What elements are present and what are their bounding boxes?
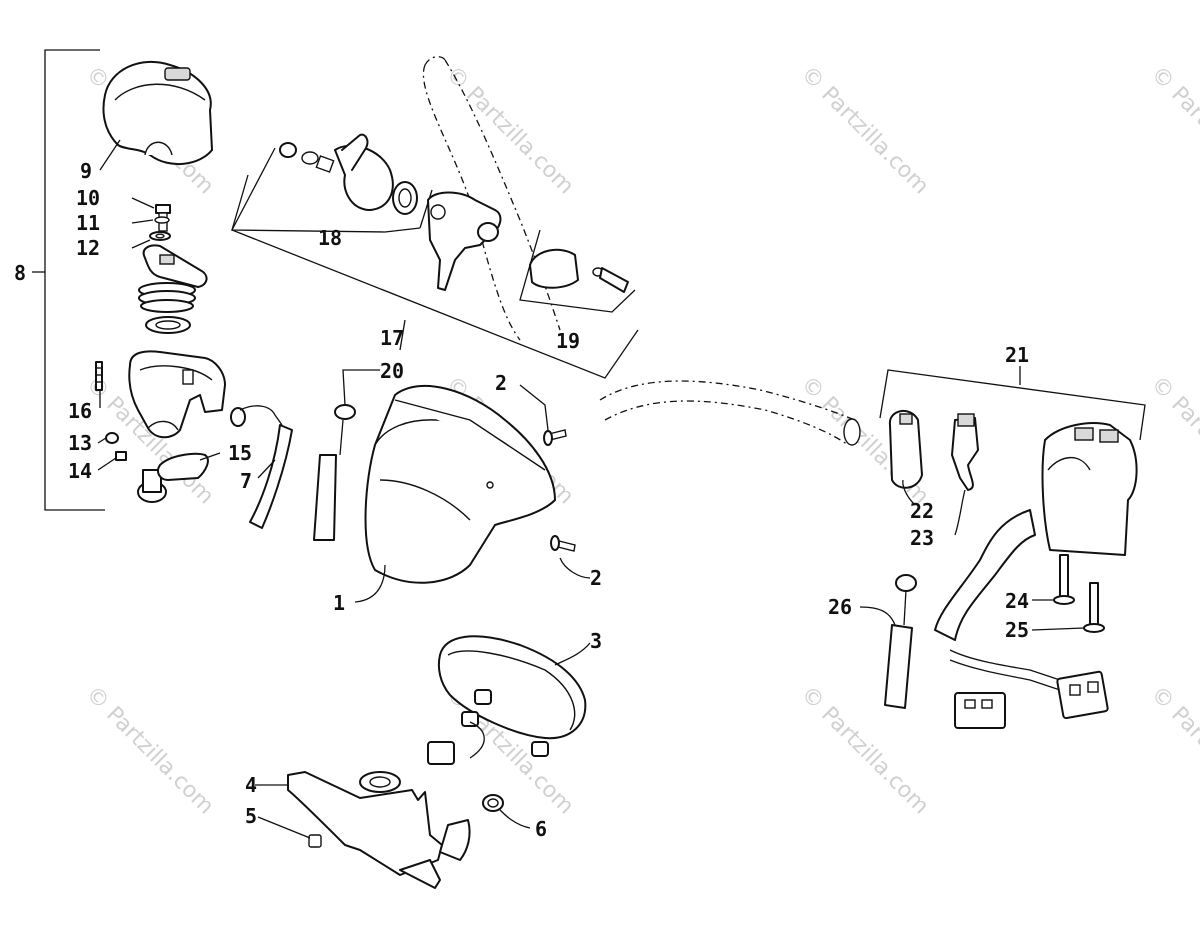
- callout-26: 26: [828, 595, 852, 619]
- bracket-21: [879, 366, 1146, 441]
- bracket-18: [230, 147, 433, 233]
- callout-15: 15: [228, 441, 252, 465]
- part-26-cable: [884, 574, 917, 709]
- part-19-clamp: [519, 229, 636, 313]
- watermark: © Partzilla.com: [1146, 62, 1200, 200]
- part-22-23-switch-parts: [888, 410, 979, 491]
- watermark: © Partzilla.com: [1146, 682, 1200, 820]
- callout-24: 24: [1005, 589, 1029, 613]
- wiring-harness: [934, 509, 1109, 729]
- callout-21: 21: [1005, 343, 1029, 367]
- part-20-choke-cable: [313, 369, 380, 541]
- callout-4: 4: [245, 773, 257, 797]
- throttle-arm: [142, 244, 208, 288]
- throttle-housing: [128, 350, 226, 439]
- part-3-headlight: [427, 635, 587, 765]
- callout-leaders: [97, 139, 1085, 839]
- bracket-17: [231, 174, 639, 379]
- callout-13: 13: [68, 431, 92, 455]
- callout-8: 8: [14, 261, 26, 285]
- callout-25: 25: [1005, 618, 1029, 642]
- part-1-headlight-cowl: [364, 384, 556, 584]
- part-15-thumb-lever: [137, 452, 209, 503]
- part-18-choke-lever-assembly: [279, 133, 418, 215]
- callout-18: 18: [318, 226, 342, 250]
- callout-5: 5: [245, 804, 257, 828]
- choke-housing: [427, 191, 502, 291]
- part-9-throttle-cover: [102, 60, 213, 166]
- callout-3: 3: [590, 629, 602, 653]
- part-7-throttle-cable: [230, 405, 293, 529]
- callout-10: 10: [76, 186, 100, 210]
- callouts: 8 9 10 11 12 16 13 14 15 7 18 17 20 19 2…: [14, 159, 1029, 841]
- spring: [138, 282, 196, 334]
- watermark: © Partzilla.com: [796, 682, 934, 820]
- callout-14: 14: [68, 459, 92, 483]
- watermark: © Partzilla.com: [81, 682, 219, 820]
- watermark: © Partzilla.com: [1146, 372, 1200, 510]
- callout-19: 19: [556, 329, 580, 353]
- callout-23: 23: [910, 526, 934, 550]
- callout-20: 20: [380, 359, 404, 383]
- callout-2a: 2: [495, 371, 507, 395]
- part-4-headlight-bracket: [287, 771, 504, 889]
- switch-housing: [1041, 422, 1138, 556]
- callout-1: 1: [333, 591, 345, 615]
- watermark: © Partzilla.com: [796, 62, 934, 200]
- callout-6: 6: [535, 817, 547, 841]
- part-24-25-screws: [1053, 554, 1105, 633]
- callout-11: 11: [76, 211, 100, 235]
- parts-10-12-hardware: [149, 204, 171, 241]
- callout-12: 12: [76, 236, 100, 260]
- bracket-8: [32, 49, 105, 511]
- callout-2b: 2: [590, 566, 602, 590]
- callout-9: 9: [80, 159, 92, 183]
- callout-22: 22: [910, 499, 934, 523]
- callout-17: 17: [380, 326, 404, 350]
- part-2-screws: [543, 429, 576, 552]
- callout-7: 7: [240, 469, 252, 493]
- callout-16: 16: [68, 399, 92, 423]
